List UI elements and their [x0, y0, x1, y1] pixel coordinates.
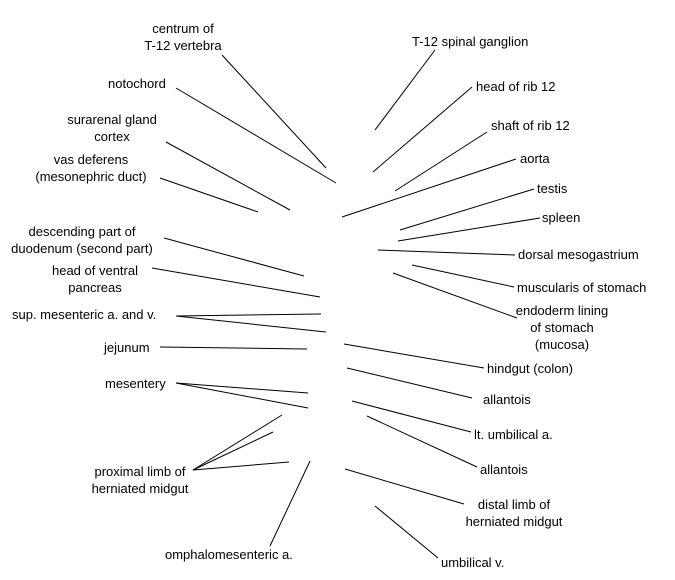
leader-jejunum	[159, 346, 308, 350]
label-ventral-pancreas: head of ventral pancreas	[51, 263, 138, 295]
label-shaft-rib: shaft of rib 12	[491, 118, 570, 133]
label-centrum: centrum of T-12 vertebra	[144, 21, 222, 53]
leader-notochord	[175, 87, 337, 184]
label-spinal-ganglion: T-12 spinal ganglion	[412, 34, 529, 49]
leader-proximal-limb-2	[192, 431, 274, 471]
leader-head-rib	[372, 86, 473, 173]
leader-umbilical-a	[351, 400, 472, 433]
leader-distal-limb	[344, 468, 465, 505]
label-omphalomesenteric: omphalomesenteric a.	[165, 547, 293, 562]
label-head-rib: head of rib 12	[476, 79, 556, 94]
leader-endoderm	[392, 272, 518, 319]
leader-sup-mesenteric-1	[175, 313, 322, 317]
label-endoderm: endoderm lining of stomach (mucosa)	[515, 303, 609, 352]
leader-omphalomesenteric	[269, 460, 311, 547]
label-vas-deferens: vas deferens (mesonephric duct)	[35, 152, 147, 184]
leader-duodenum	[163, 237, 305, 277]
label-jejunum: jejunum	[104, 340, 150, 355]
leader-muscularis	[411, 264, 515, 288]
leader-proximal-limb-3	[192, 461, 290, 471]
leader-shaft-rib	[394, 131, 488, 192]
label-spleen: spleen	[542, 210, 581, 225]
leader-ventral-pancreas	[151, 267, 321, 298]
leader-mesentery-1	[175, 382, 309, 394]
label-umbilical-v: umbilical v.	[441, 555, 505, 570]
leader-umbilical-v	[374, 505, 439, 559]
leader-allantois-1	[346, 367, 473, 399]
leader-sup-mesenteric-2	[175, 315, 327, 333]
label-hindgut: hindgut (colon)	[487, 361, 573, 376]
label-allantois-2: allantois	[480, 462, 528, 477]
label-duodenum: descending part of duodenum (second part…	[11, 224, 153, 256]
label-aorta: aorta	[520, 151, 550, 166]
label-allantois-1: allantois	[483, 392, 531, 407]
leader-dorsal-mesogastrium	[377, 249, 516, 256]
leader-spinal-ganglion	[374, 49, 436, 131]
leader-testis	[399, 188, 535, 231]
label-proximal-limb: proximal limb of herniated midgut	[91, 464, 189, 496]
leader-allantois-2	[366, 415, 478, 468]
leader-spleen	[397, 217, 541, 242]
leader-proximal-limb-1	[192, 414, 283, 471]
label-muscularis: muscularis of stomach	[517, 280, 647, 295]
leader-mesentery-2	[175, 382, 309, 409]
leader-hindgut	[343, 343, 485, 369]
leader-aorta	[341, 158, 517, 218]
label-sup-mesenteric: sup. mesenteric a. and v.	[12, 307, 157, 322]
label-mesentery: mesentery	[105, 376, 166, 391]
label-dorsal-mesogastrium: dorsal mesogastrium	[518, 247, 639, 262]
label-testis: testis	[537, 181, 568, 196]
label-notochord: notochord	[108, 76, 166, 91]
leader-vas-deferens	[159, 177, 259, 213]
leader-suprarenal	[165, 141, 291, 211]
label-suprarenal: surarenal gland cortex	[67, 112, 157, 144]
label-umbilical-a: lt. umbilical a.	[474, 427, 553, 442]
leader-centrum	[221, 54, 327, 169]
label-distal-limb: distal limb of herniated midgut	[465, 497, 563, 529]
